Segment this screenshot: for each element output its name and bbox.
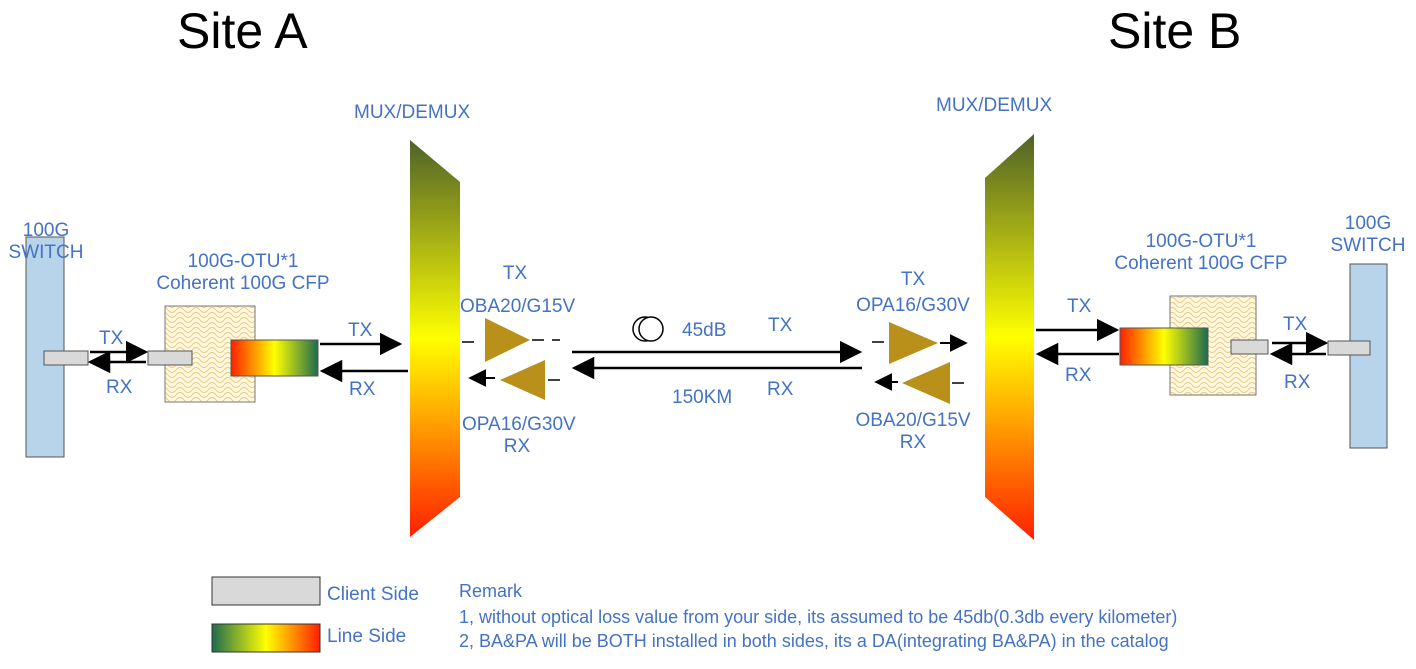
site-a-amp-tx-label: TX OBA20/G15V bbox=[460, 263, 576, 317]
link-distance-label: 150KM bbox=[672, 387, 733, 408]
remark-line-1: 1, without optical loss value from your … bbox=[459, 607, 1178, 627]
site-b-amp-tx bbox=[889, 322, 938, 364]
site-a-line-tx-label: TX bbox=[348, 320, 373, 341]
site-a-switch bbox=[25, 236, 65, 458]
remark-title: Remark bbox=[459, 581, 523, 601]
link-tx-label: TX bbox=[768, 315, 793, 336]
site-b-otu-client-port bbox=[1230, 339, 1269, 355]
site-a-line-rx-label: RX bbox=[349, 379, 376, 400]
site-a-client-rx-label: RX bbox=[106, 377, 133, 398]
site-b-switch-port bbox=[1327, 340, 1371, 356]
site-b-otu-label: 100G-OTU*1 Coherent 100G CFP bbox=[1114, 231, 1288, 274]
link-rx-label: RX bbox=[767, 379, 794, 400]
legend-client-label: Client Side bbox=[327, 584, 419, 605]
site-a-mux-demux bbox=[410, 140, 460, 537]
site-b-title: Site B bbox=[1108, 3, 1242, 59]
site-a-client-tx-label: TX bbox=[99, 328, 124, 349]
site-a-switch-label: 100G SWITCH bbox=[8, 220, 84, 263]
site-b-switch bbox=[1349, 263, 1388, 449]
site-b-otu-line-module bbox=[1119, 327, 1209, 366]
site-a-switch-port bbox=[43, 350, 89, 366]
site-a-amp-rx bbox=[500, 360, 545, 400]
site-a-mux-label: MUX/DEMUX bbox=[354, 102, 471, 123]
site-b-amp-rx-label: OBA20/G15V RX bbox=[855, 410, 971, 453]
site-b-client-tx-label: TX bbox=[1283, 314, 1308, 335]
legend-client-swatch bbox=[211, 576, 321, 606]
site-b-amp-rx bbox=[902, 362, 950, 404]
link-loss-label: 45dB bbox=[682, 320, 727, 341]
site-a-amp-tx bbox=[485, 318, 530, 362]
legend-line-swatch bbox=[211, 623, 321, 653]
site-a-amp-rx-label: OPA16/G30V RX bbox=[462, 414, 576, 457]
site-b-mux-label: MUX/DEMUX bbox=[936, 95, 1053, 116]
site-b-amp-tx-label: TX OPA16/G30V bbox=[856, 269, 970, 316]
site-b-line-tx-label: TX bbox=[1067, 296, 1092, 317]
site-a-otu-client-port bbox=[147, 350, 193, 366]
site-a-otu-line-module bbox=[230, 339, 319, 377]
legend-line-label: Line Side bbox=[327, 626, 407, 647]
site-b-client-rx-label: RX bbox=[1284, 372, 1311, 393]
site-b-line-rx-label: RX bbox=[1065, 365, 1092, 386]
site-b-switch-label: 100G SWITCH bbox=[1330, 213, 1406, 256]
fiber-spool-icon bbox=[632, 316, 664, 342]
site-a-otu-label: 100G-OTU*1 Coherent 100G CFP bbox=[156, 251, 330, 294]
remark-line-2: 2, BA&PA will be BOTH installed in both … bbox=[459, 631, 1169, 651]
site-a-title: Site A bbox=[177, 3, 308, 59]
site-b-mux-demux bbox=[985, 134, 1034, 540]
